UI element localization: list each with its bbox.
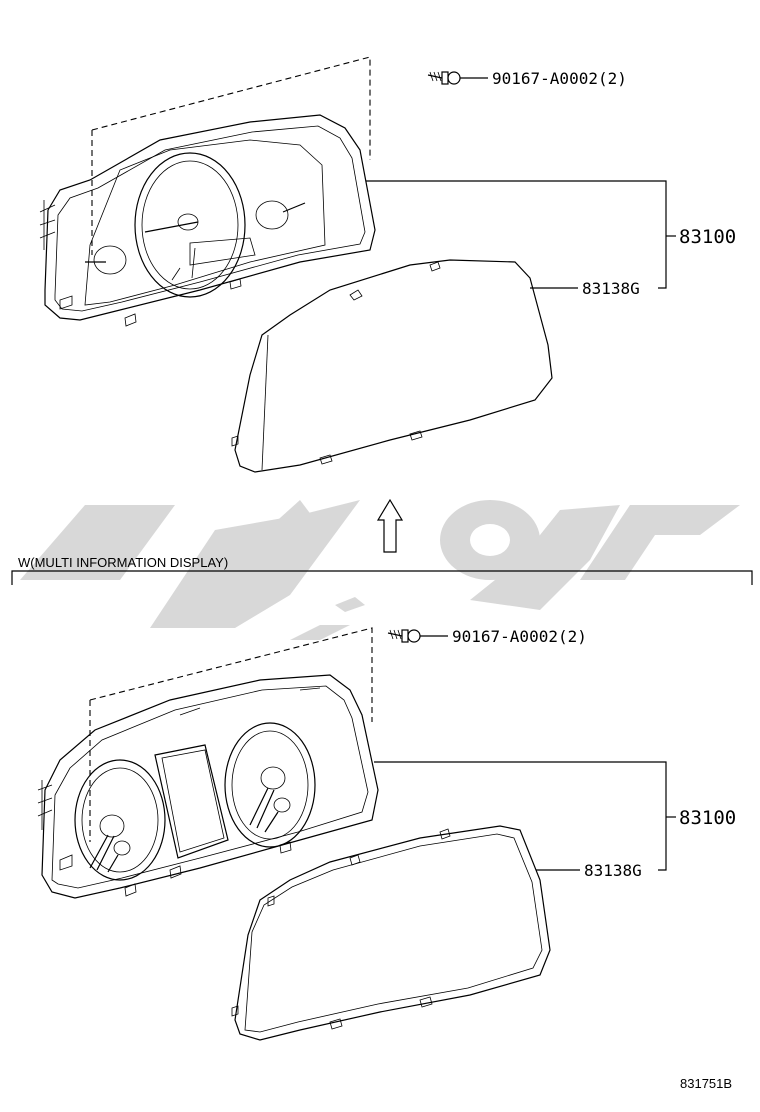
bottom-screw-part-number: 90167-A0002(2) [452,627,587,646]
top-combination-meter[interactable] [39,56,376,327]
bottom-leader-lines [374,761,676,871]
up-arrow-icon [376,498,404,553]
section-divider [11,570,753,585]
bottom-meter-part-number: 83100 [679,807,736,829]
top-leader-lines [366,180,676,289]
watermark-logo [20,500,740,640]
top-combination-meter-glass[interactable] [231,259,553,473]
bottom-combination-meter-glass[interactable] [231,825,551,1041]
top-glass-part-number: 83138G [582,279,640,298]
top-screw-part-number: 90167-A0002(2) [492,69,627,88]
top-meter-part-number: 83100 [679,226,736,248]
bottom-glass-part-number: 83138G [584,861,642,880]
section-header: W(MULTI INFORMATION DISPLAY) [18,555,228,570]
bottom-combination-meter[interactable] [37,627,379,899]
top-screw[interactable] [427,71,488,85]
bottom-screw[interactable] [387,629,448,643]
figure-code: 831751B [680,1076,732,1091]
